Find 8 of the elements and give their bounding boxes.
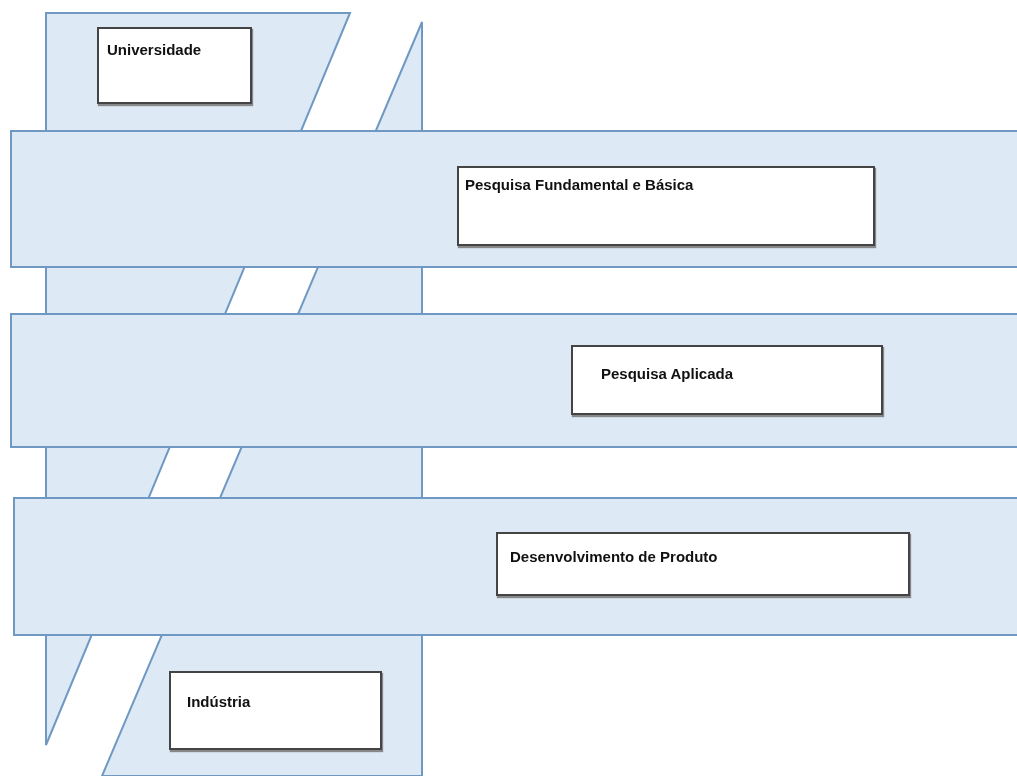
label-box: Indústria [169, 671, 382, 750]
band [10, 313, 1017, 448]
band [10, 130, 1017, 268]
label-box: Desenvolvimento de Produto [496, 532, 910, 596]
label-box: Pesquisa Aplicada [571, 345, 883, 415]
label-box: Pesquisa Fundamental e Básica [457, 166, 875, 246]
label-box: Universidade [97, 27, 252, 104]
band [13, 497, 1017, 636]
